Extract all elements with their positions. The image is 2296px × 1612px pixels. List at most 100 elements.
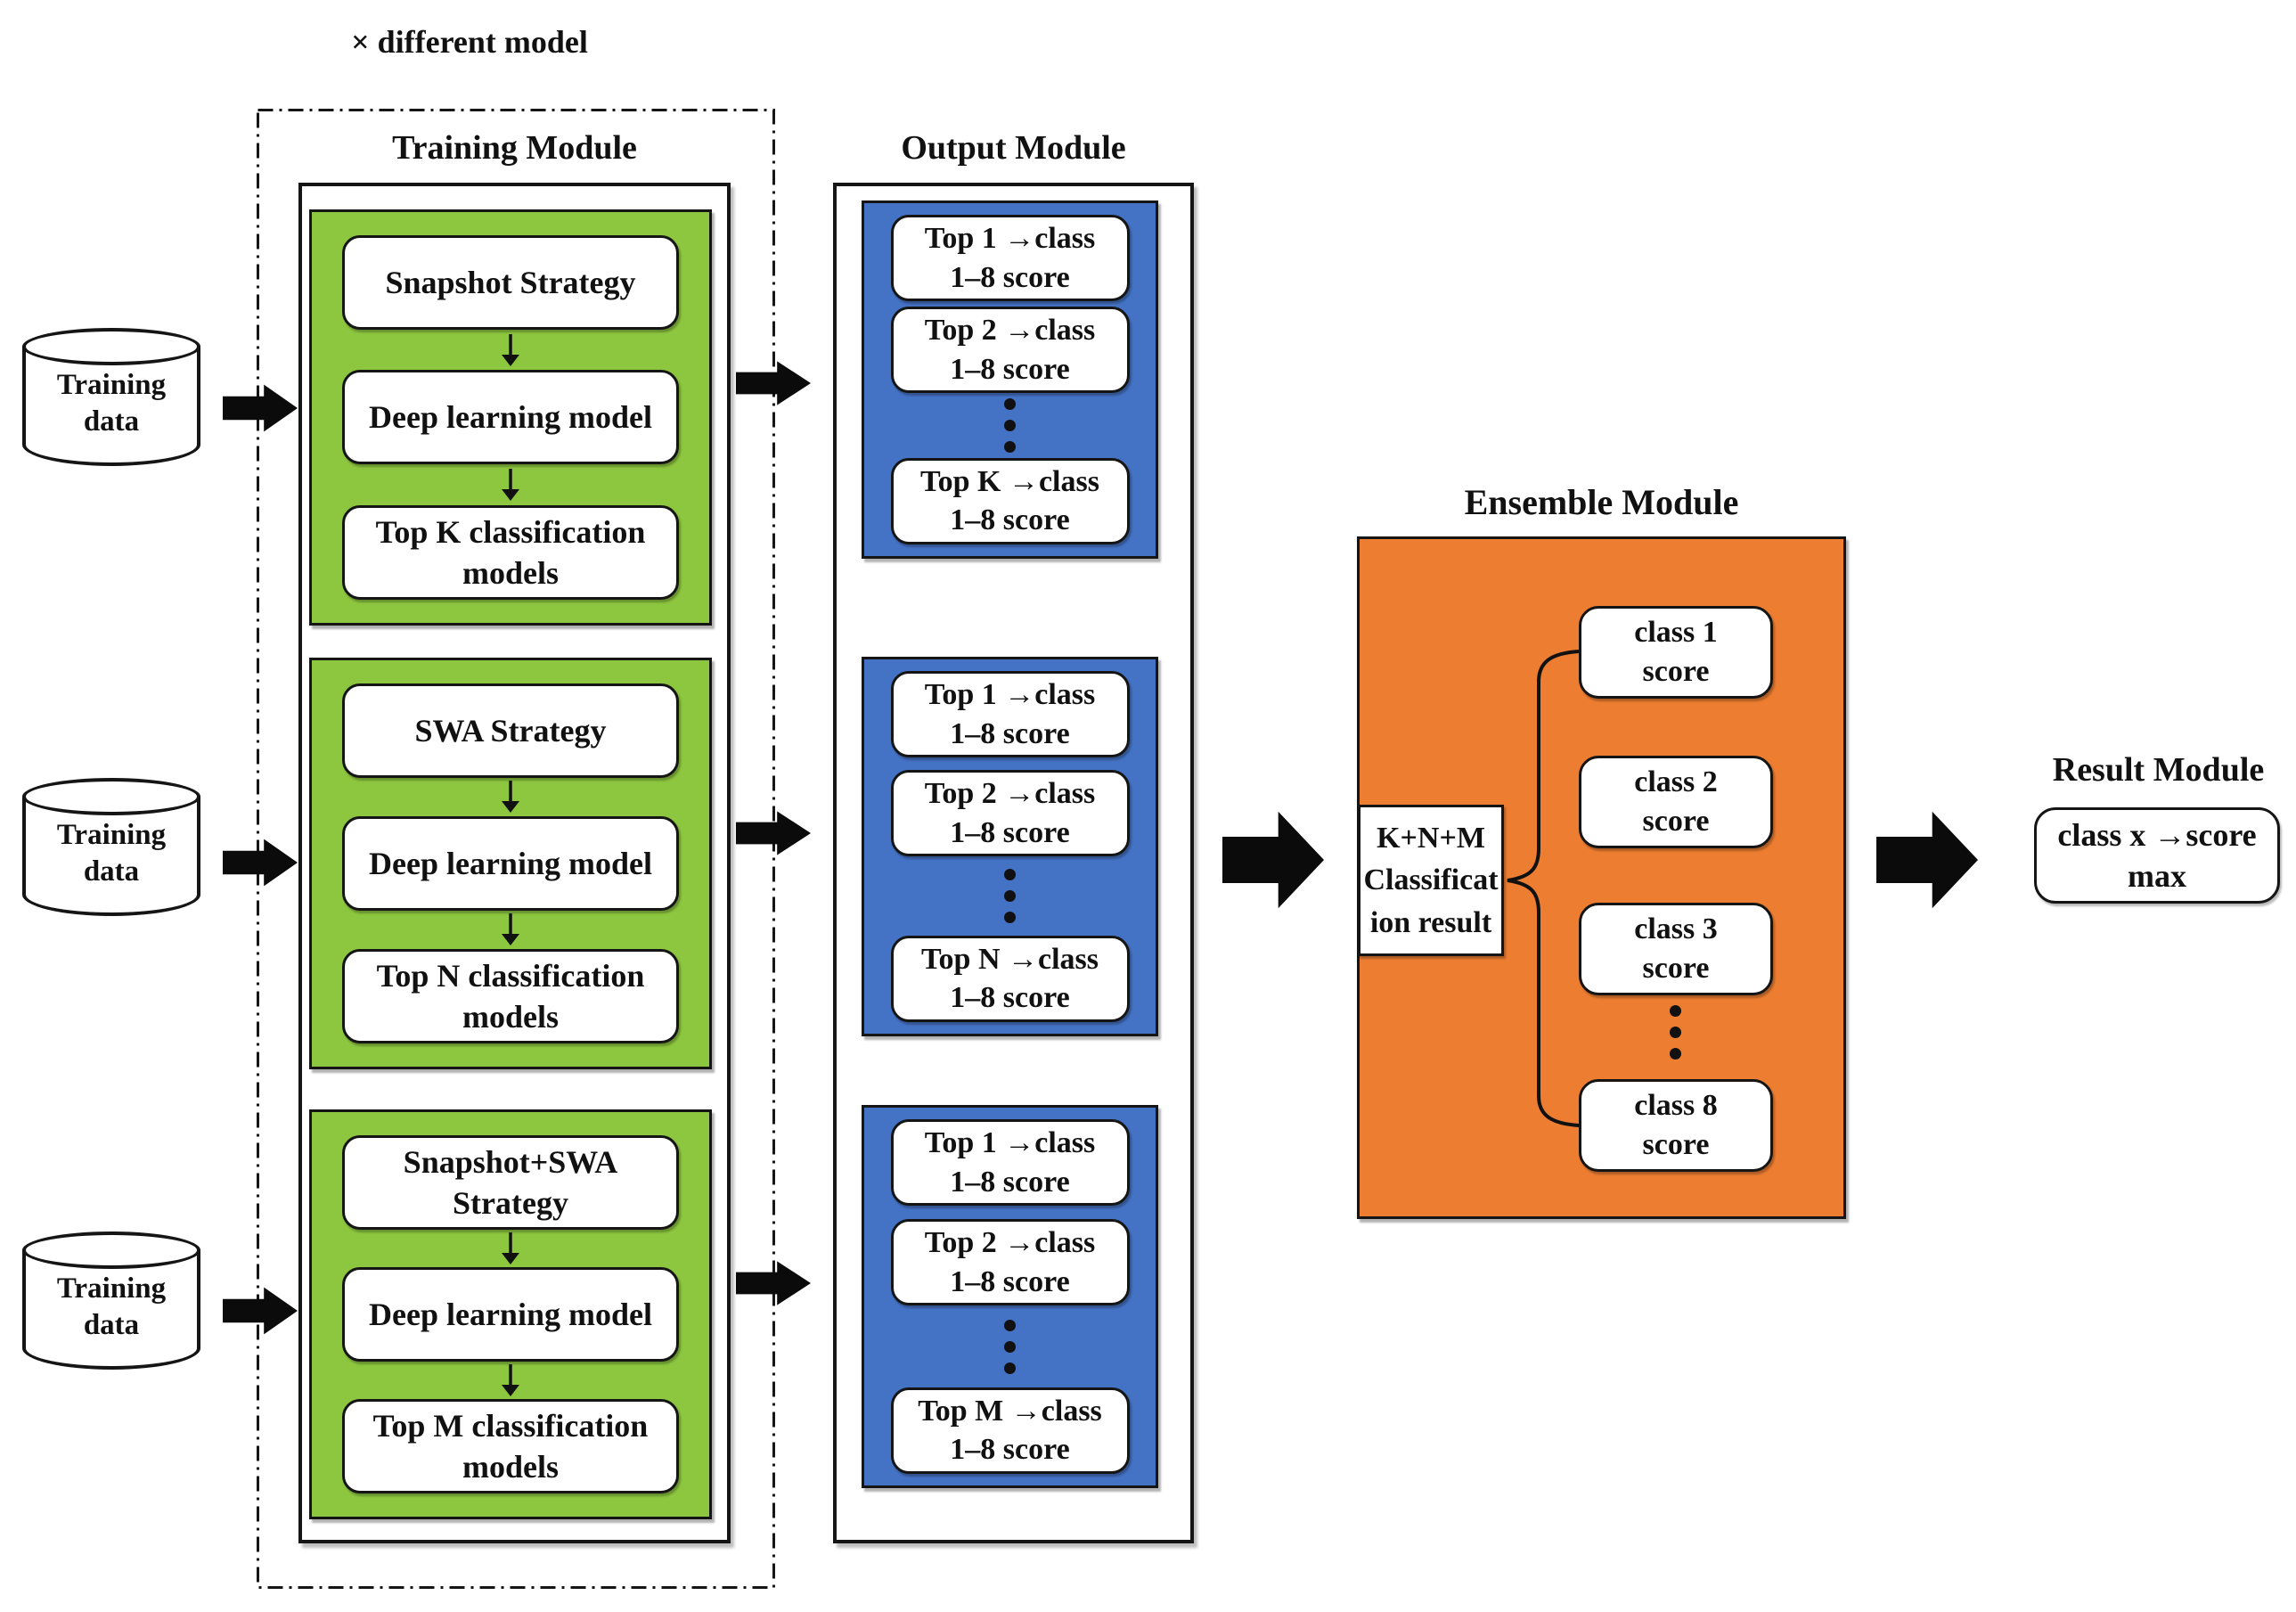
step-box-deep-learning-model: Deep learning model bbox=[342, 815, 679, 911]
score-line2: 1–8 score bbox=[950, 503, 1070, 537]
class-line2: score bbox=[1642, 655, 1710, 688]
score-line2: 1–8 score bbox=[950, 352, 1070, 386]
score-line2: 1–8 score bbox=[950, 981, 1070, 1015]
vertical-ellipsis-icon bbox=[1004, 1319, 1016, 1374]
step-label-line2: models bbox=[462, 1448, 559, 1485]
step-label-line1: Top K classification bbox=[375, 513, 646, 550]
step-box-top-k-models: Top K classification models bbox=[342, 504, 679, 600]
brace-connector-icon bbox=[1497, 624, 1586, 1158]
score-line1: Top K →class bbox=[920, 464, 1099, 498]
output-group-k: Top 1 →class 1–8 score Top 2 →class 1–8 … bbox=[862, 200, 1158, 559]
step-box-deep-learning-model: Deep learning model bbox=[342, 1267, 679, 1362]
input-arrow-icon-3 bbox=[223, 1284, 298, 1338]
training-data-line2: data bbox=[83, 1309, 140, 1342]
score-line1: Top M →class bbox=[918, 1394, 1102, 1428]
step-box-deep-learning-model: Deep learning model bbox=[342, 370, 679, 465]
model-scope-dashed-border bbox=[257, 109, 775, 1589]
cylinder-body-icon bbox=[22, 797, 200, 916]
aggregate-line2: Classificat bbox=[1363, 863, 1499, 897]
score-box-topn: Top N →class 1–8 score bbox=[890, 935, 1130, 1022]
output-group-n: Top 1 →class 1–8 score Top 2 →class 1–8 … bbox=[862, 657, 1158, 1036]
score-line2: 1–8 score bbox=[950, 260, 1070, 294]
class-line1: class 8 bbox=[1634, 1089, 1718, 1123]
training-module-title: Training Module bbox=[392, 129, 637, 167]
cylinder-body-icon bbox=[22, 1250, 200, 1370]
module-arrow-icon-2 bbox=[736, 808, 811, 858]
down-arrow-icon bbox=[502, 1232, 519, 1265]
score-line1: Top 1 →class bbox=[924, 678, 1096, 711]
training-data-label: Training data bbox=[22, 817, 200, 891]
class-score-box-1: class 1 score bbox=[1579, 606, 1773, 699]
score-line2: 1–8 score bbox=[950, 815, 1070, 849]
ensemble-input-arrow-icon bbox=[1222, 807, 1324, 912]
aggregate-result-box: K+N+M Classificat ion result bbox=[1358, 805, 1504, 956]
step-label: Deep learning model bbox=[369, 399, 652, 436]
score-box-topm: Top M →class 1–8 score bbox=[890, 1387, 1130, 1474]
class-line2: score bbox=[1642, 1128, 1710, 1161]
pipeline-snapshot: Snapshot Strategy Deep learning model To… bbox=[309, 209, 712, 626]
down-arrow-icon bbox=[502, 781, 519, 814]
step-label: SWA Strategy bbox=[414, 712, 607, 749]
step-label-line1: Top N classification bbox=[376, 957, 645, 994]
step-box-snapshot-swa-strategy: Snapshot+SWA Strategy bbox=[342, 1135, 679, 1231]
step-box-top-m-models: Top M classification models bbox=[342, 1398, 679, 1493]
score-box-top1: Top 1 →class 1–8 score bbox=[890, 1119, 1130, 1207]
training-data-line1: Training bbox=[56, 369, 167, 401]
training-data-cylinder-2: Training data bbox=[22, 778, 200, 916]
result-input-arrow-icon bbox=[1876, 807, 1978, 912]
down-arrow-icon bbox=[502, 469, 519, 502]
result-line1: class x →score bbox=[2057, 816, 2257, 853]
score-box-topk: Top K →class 1–8 score bbox=[890, 457, 1130, 544]
result-line2: max bbox=[2128, 858, 2186, 894]
step-label-line1: Snapshot+SWA bbox=[403, 1144, 618, 1180]
module-arrow-icon-1 bbox=[736, 358, 811, 408]
output-group-m: Top 1 →class 1–8 score Top 2 →class 1–8 … bbox=[862, 1105, 1158, 1488]
step-label: Deep learning model bbox=[369, 1296, 652, 1332]
score-line1: Top 2 →class bbox=[924, 314, 1096, 347]
score-line1: Top 1 →class bbox=[924, 222, 1096, 255]
step-label-line2: models bbox=[462, 998, 559, 1035]
module-arrow-icon-3 bbox=[736, 1258, 811, 1308]
training-data-label: Training data bbox=[22, 367, 200, 441]
score-line1: Top 2 →class bbox=[924, 777, 1096, 810]
ensemble-module-title: Ensemble Module bbox=[1464, 482, 1739, 522]
score-box-top2: Top 2 →class 1–8 score bbox=[890, 770, 1130, 857]
score-line1: Top 2 →class bbox=[924, 1226, 1096, 1260]
output-module-title: Output Module bbox=[901, 129, 1126, 167]
training-data-line1: Training bbox=[56, 1272, 167, 1305]
class-line1: class 2 bbox=[1634, 765, 1718, 799]
class-line2: score bbox=[1642, 805, 1710, 838]
pipeline-snapshot-swa: Snapshot+SWA Strategy Deep learning mode… bbox=[309, 1109, 712, 1519]
training-data-label: Training data bbox=[22, 1271, 200, 1345]
down-arrow-icon bbox=[502, 913, 519, 946]
step-label: Snapshot Strategy bbox=[385, 264, 636, 300]
step-label: Deep learning model bbox=[369, 845, 652, 881]
training-data-cylinder-1: Training data bbox=[22, 328, 200, 466]
input-arrow-icon-1 bbox=[223, 381, 298, 435]
step-label-line2: models bbox=[462, 554, 559, 591]
cylinder-body-icon bbox=[22, 347, 200, 466]
input-arrow-icon-2 bbox=[223, 836, 298, 889]
training-data-line2: data bbox=[83, 405, 140, 438]
cylinder-top-icon bbox=[22, 778, 200, 815]
score-box-top1: Top 1 →class 1–8 score bbox=[890, 671, 1130, 758]
score-line2: 1–8 score bbox=[950, 1264, 1070, 1298]
class-line1: class 1 bbox=[1634, 616, 1718, 650]
class-score-box-2: class 2 score bbox=[1579, 756, 1773, 848]
step-box-snapshot-strategy: Snapshot Strategy bbox=[342, 235, 679, 330]
score-box-top2: Top 2 →class 1–8 score bbox=[890, 1219, 1130, 1306]
class-score-box-3: class 3 score bbox=[1579, 903, 1773, 995]
cylinder-top-icon bbox=[22, 328, 200, 365]
score-line2: 1–8 score bbox=[950, 1165, 1070, 1199]
step-label-line1: Top M classification bbox=[372, 1407, 649, 1444]
class-score-box-8: class 8 score bbox=[1579, 1079, 1773, 1172]
pipeline-swa: SWA Strategy Deep learning model Top N c… bbox=[309, 658, 712, 1069]
dash-dot-rect-icon bbox=[257, 109, 775, 1589]
class-line2: score bbox=[1642, 952, 1710, 985]
training-data-line1: Training bbox=[56, 819, 167, 851]
down-arrow-icon bbox=[502, 333, 519, 366]
aggregate-line3: ion result bbox=[1369, 905, 1492, 939]
multiplier-label: × different model bbox=[351, 24, 588, 60]
vertical-ellipsis-icon bbox=[1004, 869, 1016, 923]
